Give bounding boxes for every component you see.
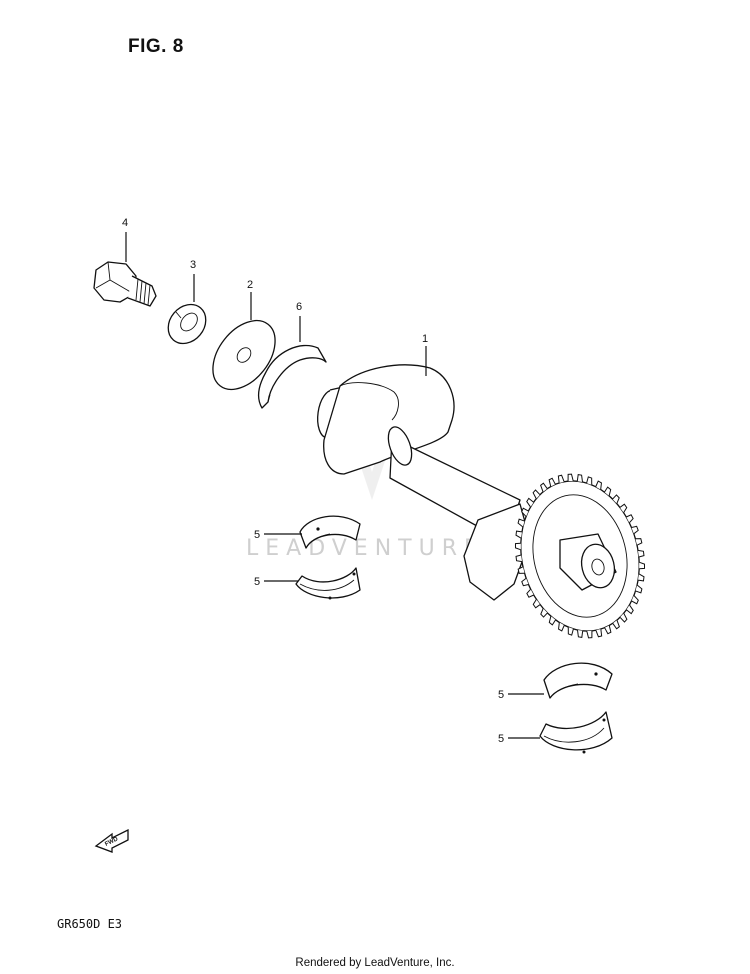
gear-tooth xyxy=(604,625,612,635)
bearing-part-5c[interactable] xyxy=(543,662,613,699)
gear-tooth xyxy=(626,604,634,615)
gear-tooth xyxy=(619,613,628,623)
gear-tooth xyxy=(540,482,548,493)
gear-tooth xyxy=(586,630,593,639)
gear-tooth xyxy=(631,595,639,605)
gear-tooth xyxy=(532,489,541,499)
leader-lines xyxy=(125,232,544,739)
gear-tooth xyxy=(637,549,645,558)
watermark-text: LEADVENTURE xyxy=(246,536,485,561)
gear-tooth xyxy=(548,616,556,626)
gear-tooth xyxy=(595,480,602,490)
gear-tooth xyxy=(576,474,584,483)
gear-tooth xyxy=(635,538,643,546)
gear-tooth xyxy=(514,542,522,551)
bearing-part-5a[interactable] xyxy=(299,515,361,549)
flat-washer-part[interactable] xyxy=(200,309,287,401)
figure-title: FIG. 8 xyxy=(128,36,184,57)
callout-5c: 5 xyxy=(498,689,504,701)
footer-credit: Rendered by LeadVenture, Inc. xyxy=(295,957,455,969)
gear-tooth xyxy=(626,514,634,524)
callout-6: 6 xyxy=(296,301,302,313)
balancer-shaft-part[interactable] xyxy=(315,364,655,644)
bearing-part-5b[interactable] xyxy=(295,567,361,600)
callout-3: 3 xyxy=(190,259,196,271)
gear-tooth xyxy=(515,554,523,563)
fwd-arrow-icon: FWD xyxy=(94,828,129,853)
gear-tooth xyxy=(526,588,534,598)
gear-tooth xyxy=(638,561,646,570)
gear-tooth xyxy=(521,577,529,587)
gear-tooth xyxy=(604,486,612,496)
lock-washer-part[interactable] xyxy=(160,297,213,351)
gear-tooth xyxy=(612,494,620,504)
gear-tooth xyxy=(576,629,584,638)
gear-tooth xyxy=(521,507,529,517)
gear-tooth xyxy=(567,627,574,636)
gear-tooth xyxy=(548,477,556,487)
callout-5b: 5 xyxy=(254,576,260,588)
gear-tooth xyxy=(595,628,603,638)
gear-tooth xyxy=(567,473,574,482)
callout-1: 1 xyxy=(422,333,428,345)
gear-tooth xyxy=(526,497,534,508)
gear-tooth xyxy=(558,622,565,632)
gear-tooth xyxy=(557,474,565,484)
gear-tooth xyxy=(619,503,628,513)
callout-4: 4 xyxy=(122,217,128,229)
gear-tooth xyxy=(532,599,541,609)
callout-5d: 5 xyxy=(498,733,504,745)
gear-tooth xyxy=(517,518,525,528)
gear-tooth xyxy=(637,573,645,582)
bolt-part[interactable] xyxy=(93,261,157,307)
model-code: GR650D E3 xyxy=(57,917,123,931)
shim-part[interactable] xyxy=(257,344,327,409)
gear-tooth xyxy=(612,619,620,630)
bearing-part-5d[interactable] xyxy=(539,711,613,754)
gear-tooth xyxy=(517,566,525,574)
gear-tooth xyxy=(515,530,523,539)
callout-5a: 5 xyxy=(254,529,260,541)
gear-tooth xyxy=(635,584,643,594)
fwd-label: FWD xyxy=(104,836,120,848)
gear-tooth xyxy=(631,525,639,535)
gear xyxy=(514,473,646,639)
callout-2: 2 xyxy=(247,279,253,291)
gear-tooth xyxy=(540,608,548,618)
gear-tooth xyxy=(586,476,593,485)
